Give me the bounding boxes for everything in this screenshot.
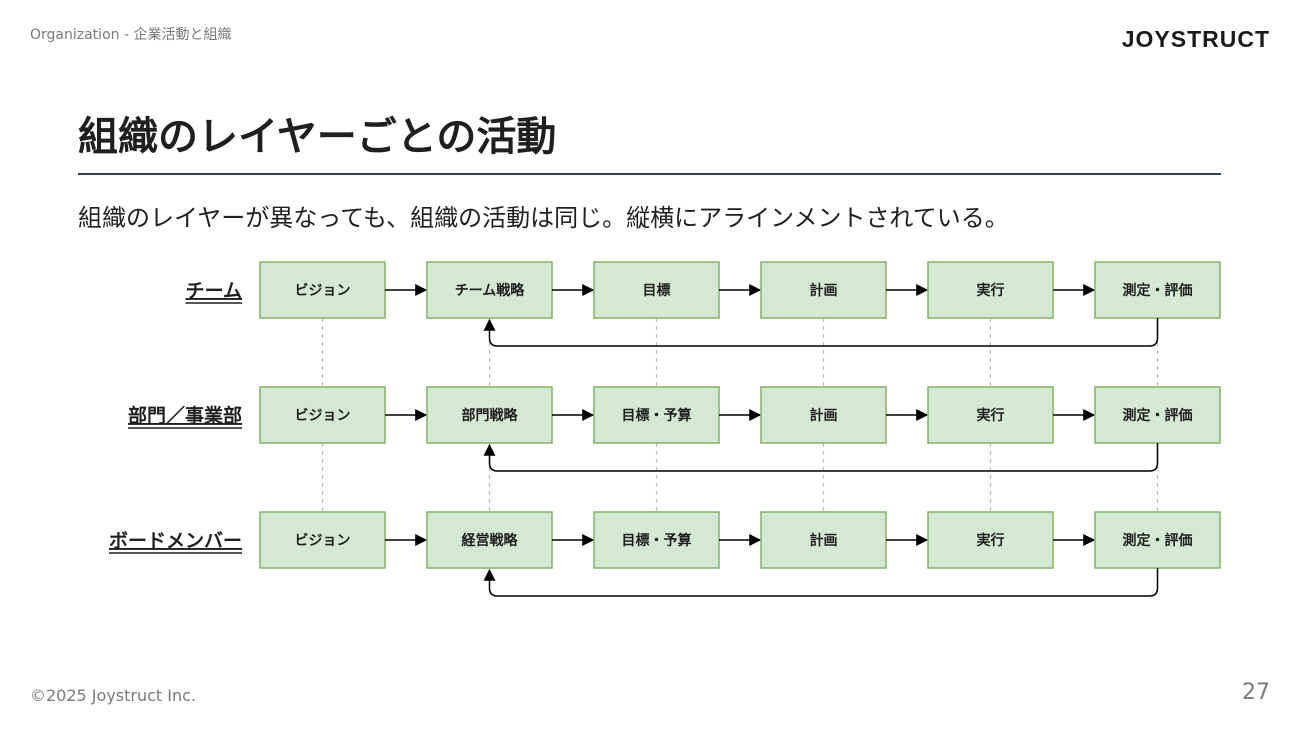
step-box-rect xyxy=(927,261,1054,319)
step-box-rect xyxy=(259,511,386,569)
step-box-rect xyxy=(1094,511,1221,569)
step-box-rect xyxy=(760,511,887,569)
subtitle: 組織のレイヤーが異なっても、組織の活動は同じ。縦横にアラインメントされている。 xyxy=(78,204,1009,232)
step-box-rect xyxy=(593,511,720,569)
step-label: ビジョン xyxy=(295,408,351,424)
row-label: ボードメンバー xyxy=(109,530,242,552)
step-label: チーム戦略 xyxy=(455,282,526,299)
step-box-rect xyxy=(1094,261,1221,319)
step-box: ビジョン xyxy=(259,261,386,319)
step-box: 目標 xyxy=(593,261,720,319)
step-box: 目標・予算 xyxy=(593,386,720,444)
diagram-row: ボードメンバー ビジョン 経営戦略 目標・予算 計画 実行 測定・評価 xyxy=(108,511,1221,597)
step-label: 実行 xyxy=(977,407,1005,424)
step-box: 測定・評価 xyxy=(1094,386,1221,444)
step-label: 実行 xyxy=(977,282,1005,299)
step-label: 測定・評価 xyxy=(1123,282,1193,299)
diagram-row: チーム ビジョン チーム戦略 目標 計画 実行 測定・評価 xyxy=(185,261,1221,347)
vertical-alignment-guides xyxy=(321,318,1159,512)
feedback-loop-arrow xyxy=(483,568,1159,597)
step-box-rect xyxy=(426,261,553,319)
brand-logo: JOYSTRUCT xyxy=(1121,26,1270,52)
step-label: 計画 xyxy=(810,407,838,424)
feedback-loop-arrow xyxy=(483,443,1159,472)
step-label: 目標・予算 xyxy=(622,407,692,424)
step-box: 測定・評価 xyxy=(1094,511,1221,569)
step-label: 部門戦略 xyxy=(462,407,519,424)
step-label: ビジョン xyxy=(295,283,351,299)
step-box: 部門戦略 xyxy=(426,386,553,444)
step-box: 実行 xyxy=(927,511,1054,569)
step-box-rect xyxy=(1094,386,1221,444)
step-label: 測定・評価 xyxy=(1123,407,1193,424)
step-box-rect xyxy=(760,261,887,319)
page-title: 組織のレイヤーごとの活動 xyxy=(78,114,557,160)
page-number: 27 xyxy=(1242,680,1270,705)
step-box: 実行 xyxy=(927,386,1054,444)
step-box-rect xyxy=(593,261,720,319)
step-box-rect xyxy=(426,386,553,444)
step-label: 実行 xyxy=(977,532,1005,549)
step-box: 計画 xyxy=(760,511,887,569)
diagram-rows: チームビジョンチーム戦略目標計画実行測定・評価部門／事業部ビジョン部門戦略目標・… xyxy=(108,261,1221,597)
step-box-rect xyxy=(593,386,720,444)
step-box: 計画 xyxy=(760,386,887,444)
diagram-row: 部門／事業部 ビジョン 部門戦略 目標・予算 計画 実行 測定・評価 xyxy=(127,386,1221,472)
title-divider xyxy=(78,173,1221,175)
copyright: ©2025 Joystruct Inc. xyxy=(30,686,197,705)
step-label: 目標 xyxy=(643,282,671,299)
step-box: 目標・予算 xyxy=(593,511,720,569)
step-label: ビジョン xyxy=(295,533,351,549)
row-label: チーム xyxy=(186,280,242,302)
step-box: 計画 xyxy=(760,261,887,319)
step-label: 測定・評価 xyxy=(1123,532,1193,549)
step-box: 実行 xyxy=(927,261,1054,319)
step-label: 計画 xyxy=(810,282,838,299)
row-label: 部門／事業部 xyxy=(128,404,242,427)
step-box-rect xyxy=(259,386,386,444)
step-box: チーム戦略 xyxy=(426,261,553,319)
feedback-loop-arrow xyxy=(483,318,1159,347)
step-label: 経営戦略 xyxy=(462,532,519,549)
step-box: 経営戦略 xyxy=(426,511,553,569)
step-box-rect xyxy=(259,261,386,319)
step-label: 目標・予算 xyxy=(622,532,692,549)
step-box: ビジョン xyxy=(259,386,386,444)
breadcrumb: Organization - 企業活動と組織 xyxy=(30,27,232,43)
step-box-rect xyxy=(426,511,553,569)
step-box-rect xyxy=(927,386,1054,444)
step-label: 計画 xyxy=(810,532,838,549)
step-box: ビジョン xyxy=(259,511,386,569)
step-box: 測定・評価 xyxy=(1094,261,1221,319)
